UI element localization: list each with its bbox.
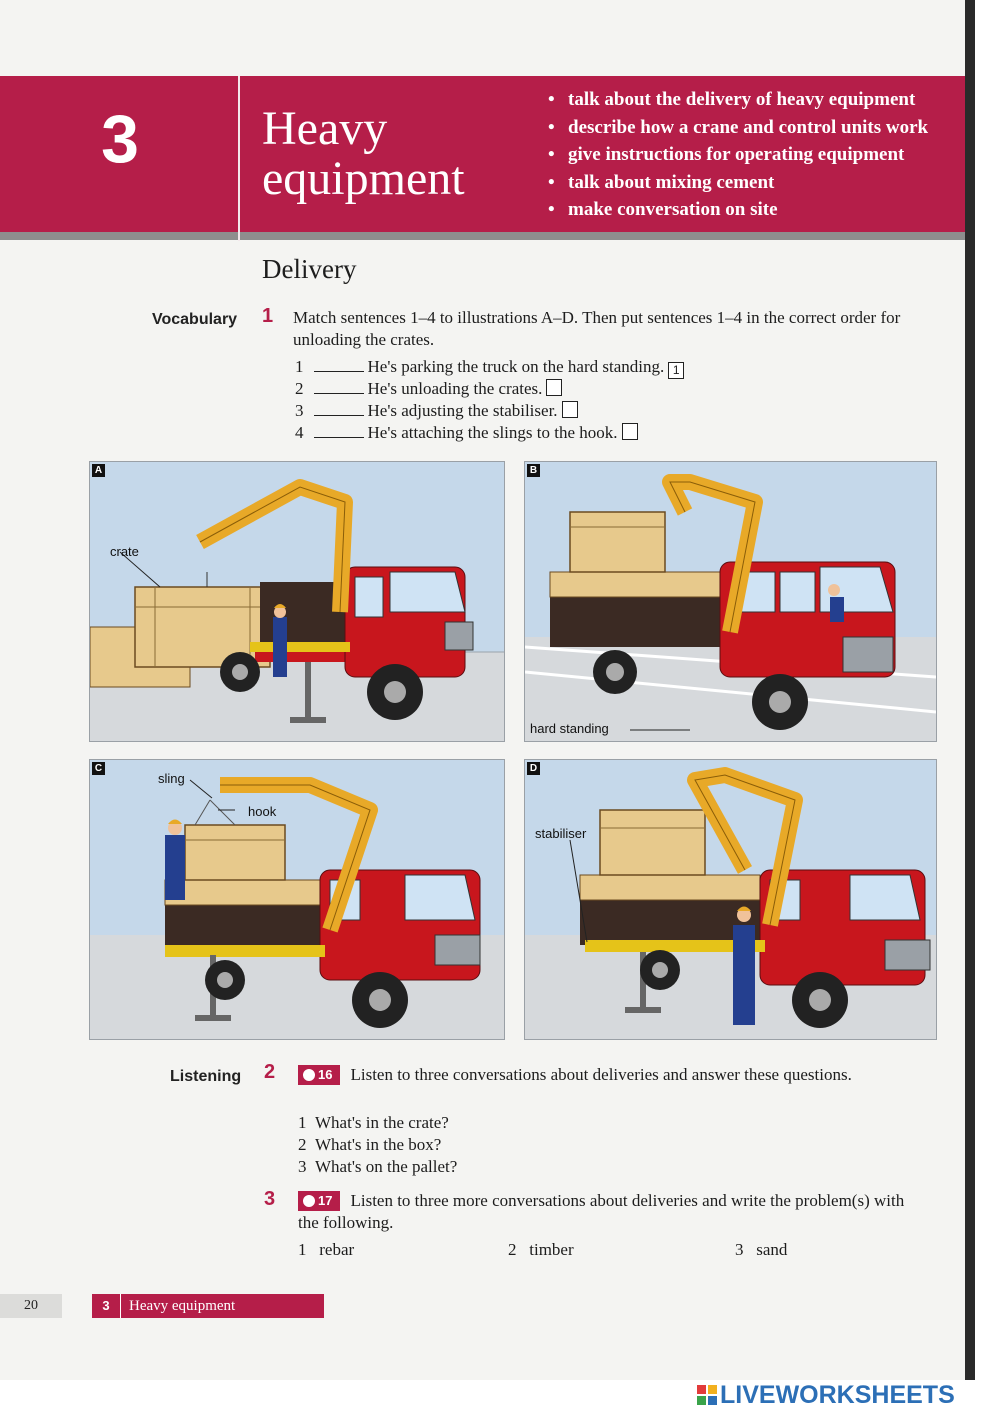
objective-item: •talk about the delivery of heavy equipm… [548, 89, 916, 110]
textbook-page: 3 Heavy equipment •talk about the delive… [0, 0, 972, 1380]
callout-sling: sling [158, 771, 185, 786]
audio-track-button[interactable]: 17 [298, 1191, 341, 1211]
objective-item: •talk about mixing cement [548, 171, 775, 193]
callout-hook: hook [248, 804, 277, 819]
page-edge-shadow [965, 0, 975, 1380]
callout-stabiliser: stabiliser [535, 826, 587, 841]
answer-blank[interactable] [313, 393, 364, 394]
cd-icon [303, 1195, 315, 1207]
objective-item: •describe how a crane and control units … [548, 116, 929, 138]
illustration-letter: B [527, 464, 540, 477]
objective-item: •give instructions for operating equipme… [548, 144, 905, 165]
problem-item: 3 sand [735, 1240, 788, 1259]
unit-header-band [0, 76, 965, 234]
liveworksheets-logo: LIVEWORKSHEETS [697, 1380, 955, 1410]
answer-blank[interactable] [313, 415, 364, 416]
liveworksheets-icon [697, 1385, 717, 1405]
skill-label-vocabulary: Vocabulary [152, 311, 238, 328]
problem-item: 1 rebar [298, 1240, 355, 1259]
unit-title: Heavy equipment [262, 102, 465, 205]
problem-item: 2 timber [508, 1240, 574, 1259]
illustration-b: B hard standing [524, 461, 937, 742]
truck-crane-drawing [90, 777, 504, 1039]
exercise-instruction: Match sentences 1–4 to illustrations A–D… [293, 308, 901, 349]
order-box[interactable] [561, 401, 578, 418]
order-box[interactable] [546, 379, 563, 396]
question-item: 3 What's on the pallet? [298, 1157, 458, 1176]
question-item: 2 What's in the box? [298, 1135, 442, 1154]
order-box[interactable] [621, 423, 638, 440]
answer-blank[interactable] [313, 371, 364, 372]
illustration-letter: A [92, 464, 105, 477]
objective-item: •make conversation on site [548, 199, 778, 220]
cd-icon [303, 1069, 315, 1081]
skill-label-listening: Listening [170, 1068, 242, 1085]
unit-number: 3 [101, 101, 139, 177]
section-title: Delivery [262, 254, 357, 284]
illustration-a: A crate [89, 461, 505, 742]
illustration-letter: C [92, 762, 105, 775]
header-shadow [0, 232, 965, 240]
exercise-number: 3 [264, 1188, 276, 1210]
answer-blank[interactable] [313, 437, 364, 438]
order-box[interactable]: 1 [668, 362, 685, 379]
callout-hard-standing: hard standing [530, 721, 609, 736]
exercise-number: 1 [262, 305, 274, 327]
unit-objectives-list: •talk about the delivery of heavy equipm… [548, 86, 965, 224]
question-item: 1 What's in the crate? [298, 1113, 449, 1132]
illustration-d: D stabiliser [524, 759, 937, 1040]
truck-crane-drawing [525, 767, 936, 1039]
illustration-c: C sling hook [89, 759, 505, 1040]
truck-crane-drawing [90, 479, 504, 741]
exercise-number: 2 [264, 1061, 276, 1083]
page-number: 20 [0, 1294, 62, 1318]
callout-crate: crate [110, 544, 139, 559]
header-divider [238, 76, 240, 241]
illustration-letter: D [527, 762, 540, 775]
truck-crane-drawing [525, 474, 936, 741]
audio-track-button[interactable]: 16 [298, 1065, 341, 1085]
